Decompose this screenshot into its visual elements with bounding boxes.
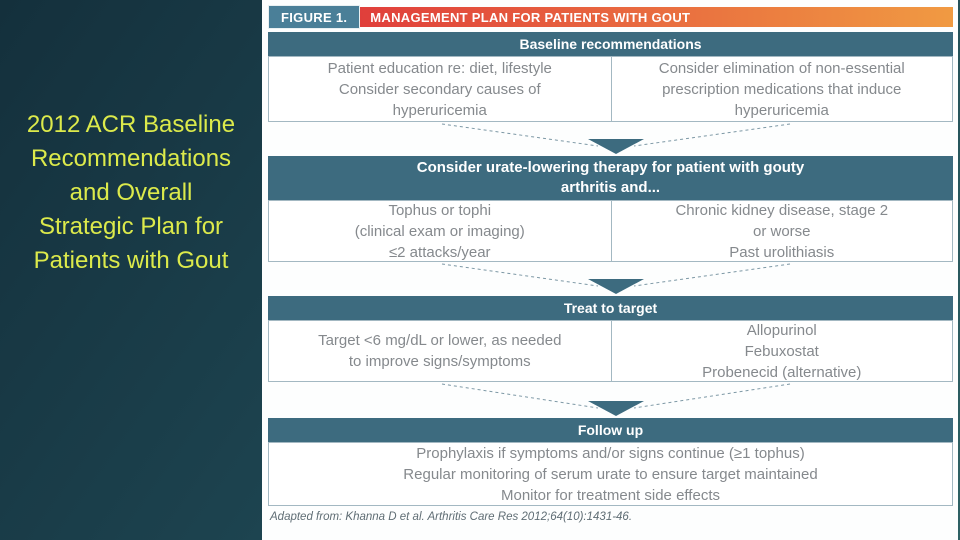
baseline-right-cell: Consider elimination of non-essential pr… — [610, 57, 953, 121]
cell-line: Chronic kidney disease, stage 2 — [675, 201, 889, 219]
cell-line: Target <6 mg/dL or lower, as needed — [318, 332, 562, 349]
treat-right-cell: Allopurinol Febuxostat Probenecid (alter… — [610, 321, 953, 381]
cell-line: Febuxostat — [744, 342, 819, 360]
follow-up-header: Follow up — [268, 418, 953, 442]
ult-header: Consider urate-lowering therapy for pati… — [268, 156, 953, 200]
cell-line: Consider secondary causes of — [338, 80, 541, 98]
cell-line: prescription medications that induce — [662, 80, 902, 98]
slide-title-line: Strategic Plan for — [38, 213, 224, 240]
follow-up-line: Regular monitoring of serum urate to ens… — [403, 465, 818, 483]
figure-header: FIGURE 1. MANAGEMENT PLAN FOR PATIENTS W… — [268, 5, 953, 29]
cell-line: hyperuricemia — [734, 101, 829, 119]
slide-title-line: and Overall — [69, 179, 193, 206]
cell-line: (clinical exam or imaging) — [354, 222, 525, 240]
treat-left-cell: Target <6 mg/dL or lower, as needed to i… — [269, 321, 611, 381]
cell-line: Probenecid (alternative) — [702, 363, 862, 381]
ult-row: Tophus or tophi (clinical exam or imagin… — [268, 200, 953, 262]
slide-title-line: Patients with Gout — [33, 247, 229, 274]
ult-header-line1: Consider urate-lowering therapy for pati… — [416, 159, 805, 176]
flow-arrow-down-icon — [441, 383, 791, 416]
cell-line: ≤2 attacks/year — [388, 243, 491, 261]
follow-up-line: Monitor for treatment side effects — [501, 486, 720, 504]
slide-title-line: 2012 ACR Baseline — [26, 111, 236, 138]
flow-arrow-down-icon — [441, 263, 791, 294]
follow-up-box: Prophylaxis if symptoms and/or signs con… — [268, 442, 953, 506]
figure-title-bar: MANAGEMENT PLAN FOR PATIENTS WITH GOUT — [360, 7, 953, 27]
ult-right-cell: Chronic kidney disease, stage 2 or worse… — [610, 201, 953, 261]
figure-number-label: FIGURE 1. — [268, 5, 361, 29]
figure-panel: FIGURE 1. MANAGEMENT PLAN FOR PATIENTS W… — [262, 0, 958, 540]
cell-line: Consider elimination of non-essential — [658, 59, 905, 77]
cell-line: Past urolithiasis — [729, 243, 835, 261]
cell-line: Allopurinol — [746, 321, 817, 339]
citation: Adapted from: Khanna D et al. Arthritis … — [270, 511, 633, 523]
cell-line: hyperuricemia — [392, 101, 487, 119]
treat-row: Target <6 mg/dL or lower, as needed to i… — [268, 320, 953, 382]
slide-title: 2012 ACR Baseline Recommendations and Ov… — [4, 108, 258, 278]
cell-line: or worse — [752, 222, 811, 240]
treat-to-target-header: Treat to target — [268, 296, 953, 320]
slide-sidebar: 2012 ACR Baseline Recommendations and Ov… — [0, 0, 262, 540]
slide-title-line: Recommendations — [30, 145, 232, 172]
follow-up-line: Prophylaxis if symptoms and/or signs con… — [416, 444, 805, 462]
ult-left-cell: Tophus or tophi (clinical exam or imagin… — [269, 201, 611, 261]
ult-header-line2: arthritis and... — [560, 179, 661, 196]
baseline-row: Patient education re: diet, lifestyle Co… — [268, 56, 953, 122]
baseline-left-cell: Patient education re: diet, lifestyle Co… — [269, 57, 611, 121]
cell-line: to improve signs/symptoms — [348, 353, 531, 370]
baseline-recommendations-header: Baseline recommendations — [268, 32, 953, 56]
cell-line: Tophus or tophi — [388, 201, 492, 219]
cell-line: Patient education re: diet, lifestyle — [327, 59, 552, 77]
flow-arrow-down-icon — [441, 123, 791, 154]
